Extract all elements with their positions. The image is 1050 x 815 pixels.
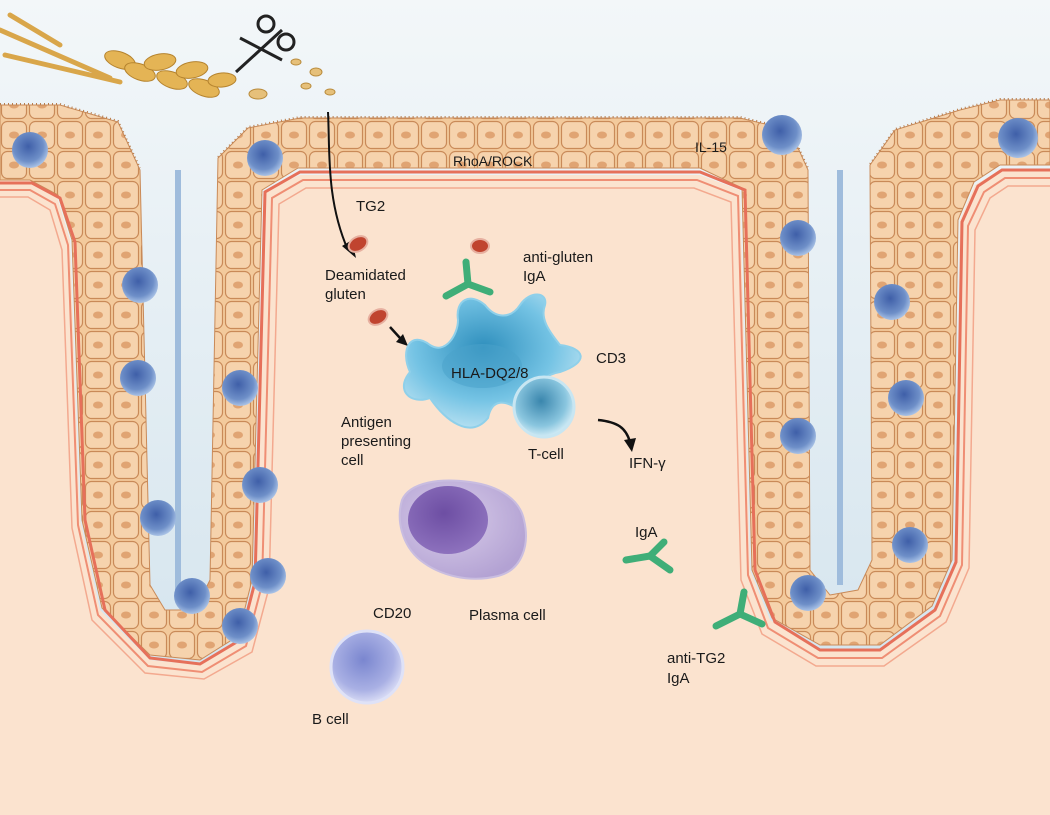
apc-label-2: presenting (341, 433, 411, 450)
deamidated-gluten-peptide (367, 308, 389, 326)
lymphocyte (140, 500, 176, 536)
ifn-arrow (597, 418, 632, 443)
cd3-label: CD3 (596, 350, 626, 367)
b-cell-label: B cell (312, 711, 349, 728)
anti-gluten-label-2: IgA (523, 268, 546, 285)
arrow-to-apc (389, 326, 401, 339)
arrowhead (396, 334, 408, 346)
lymphocyte (120, 360, 156, 396)
basement-membrane (0, 168, 1050, 680)
lymphocyte (888, 380, 924, 416)
intraepithelial-lymphocytes (12, 115, 1038, 644)
plasma-cell-nucleus (408, 486, 488, 554)
b-cell (329, 629, 405, 705)
apc-label-1: Antigen (341, 414, 392, 431)
lymphocyte (250, 558, 286, 594)
lymphocyte (122, 267, 158, 303)
lymphocyte (874, 284, 910, 320)
cd20-label: CD20 (373, 605, 411, 622)
anti-tg2-label-1: anti-TG2 (667, 650, 725, 667)
lymphocyte (762, 115, 802, 155)
lymphocyte (222, 608, 258, 644)
anti-tg2-iga-antibody (712, 588, 766, 630)
lymphocyte (222, 370, 258, 406)
arrowhead (624, 438, 636, 452)
scissors-icon (234, 14, 296, 74)
lymphocyte (12, 132, 48, 168)
t-cell-label: T-cell (528, 446, 564, 463)
iga-antibody (622, 538, 674, 574)
deamidated-label-1: Deamidated (325, 267, 406, 284)
anti-tg2-label-2: IgA (667, 670, 690, 687)
gluten-fragments (248, 58, 336, 100)
lymphocyte (892, 527, 928, 563)
lymphocyte (780, 220, 816, 256)
wheat-icon (0, 12, 237, 98)
tg2-molecule (347, 235, 369, 253)
ifn-gamma-label: IFN-γ (629, 455, 666, 472)
anti-gluten-label-1: anti-gluten (523, 249, 593, 266)
tg2-label: TG2 (356, 198, 385, 215)
il15-label: IL-15 (695, 139, 727, 155)
lymphocyte (998, 118, 1038, 158)
apc-nucleus (442, 344, 522, 388)
lymphocyte (790, 575, 826, 611)
gluten-peptide (470, 238, 490, 254)
lymphocyte (242, 467, 278, 503)
deamidated-label-2: gluten (325, 286, 366, 303)
anti-gluten-iga-antibody (442, 258, 494, 300)
gluten-entry-arrow (327, 111, 349, 251)
lymphocyte (247, 140, 283, 176)
plasma-cell-label: Plasma cell (469, 607, 546, 624)
apc-label-3: cell (341, 452, 364, 469)
iga-label: IgA (635, 524, 658, 541)
t-cell (512, 375, 576, 439)
rhoa-rock-label: RhoA/ROCK (453, 153, 533, 169)
hla-label: HLA-DQ2/8 (451, 365, 529, 382)
lymphocyte (174, 578, 210, 614)
lymphocyte (780, 418, 816, 454)
brush-border (0, 98, 1050, 169)
